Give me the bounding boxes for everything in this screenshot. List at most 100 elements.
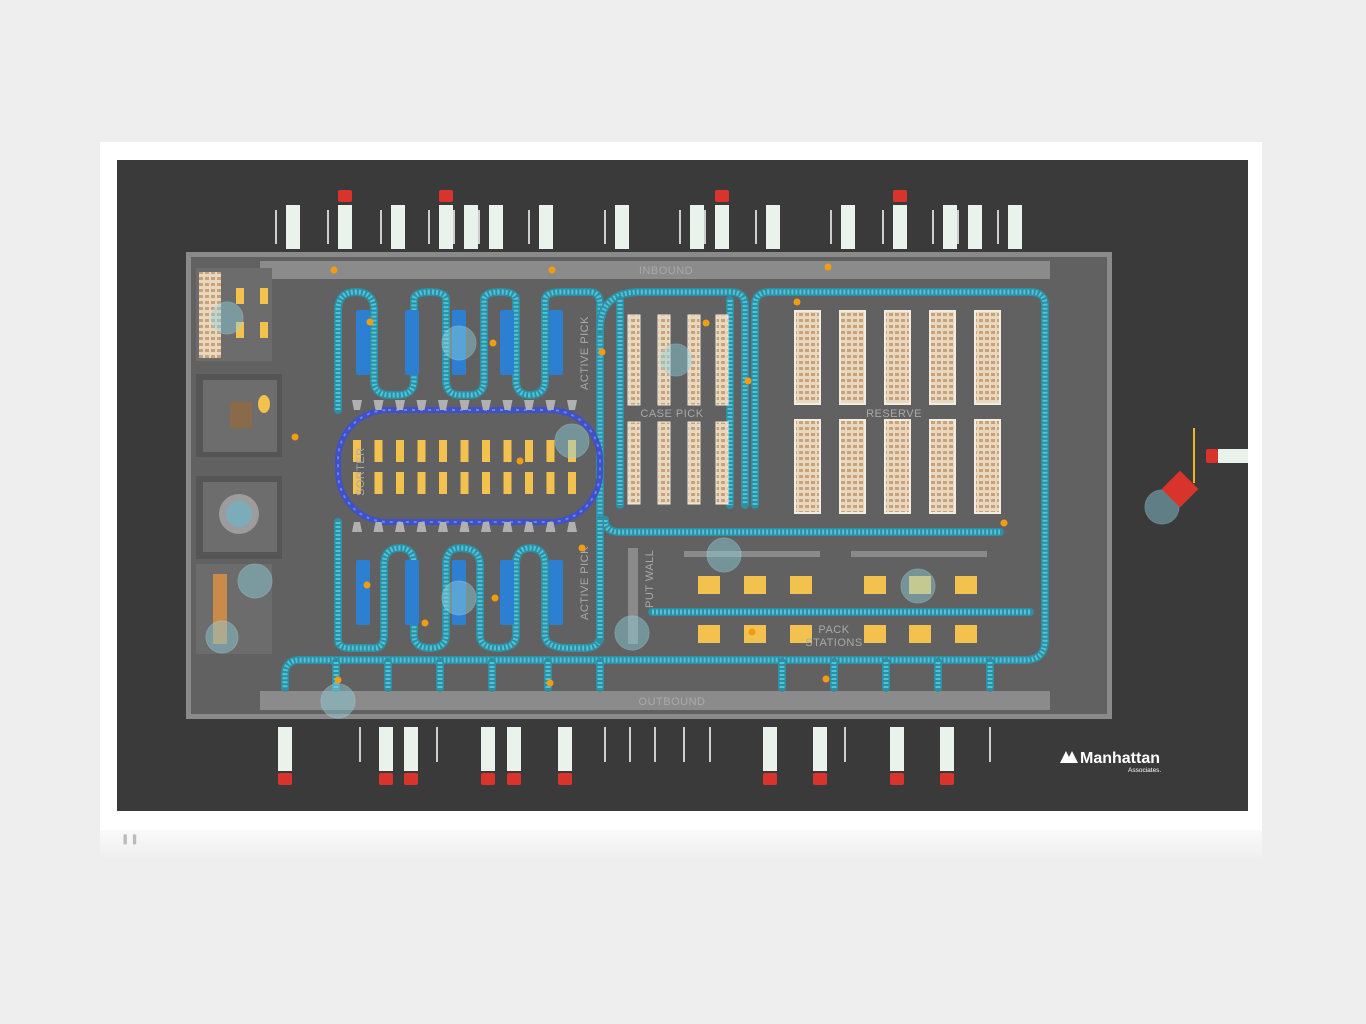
pick-rack (405, 310, 419, 375)
pack-station (909, 625, 931, 643)
case-rack (657, 421, 671, 505)
tote-slot (396, 472, 404, 494)
pick-rack (500, 310, 514, 375)
case-pick-label: CASE PICK (640, 408, 703, 420)
workers (291, 263, 1008, 687)
trailer (507, 727, 521, 771)
tote-slot (417, 472, 426, 494)
sorter-loop (335, 407, 603, 525)
pack-stations (684, 551, 987, 643)
worker-icon (546, 679, 554, 687)
hotspot (320, 683, 356, 719)
manhattan-logo-icon: Manhattan Associates. (1060, 750, 1161, 774)
reserve-rack (884, 310, 911, 405)
tote-slot (374, 472, 383, 494)
logo-sub: Associates. (1128, 767, 1161, 774)
chute (352, 522, 362, 532)
reserve-rack (974, 310, 1001, 405)
tote-slot (482, 440, 490, 462)
tote-slot (439, 440, 447, 462)
pack-station (744, 625, 766, 643)
hotspot (659, 343, 693, 377)
tote-slot (374, 440, 383, 462)
worker-icon (366, 318, 374, 326)
worker-icon (491, 594, 499, 602)
chute (502, 400, 513, 410)
trailer (940, 727, 954, 771)
chute (373, 400, 384, 410)
trailer (391, 205, 405, 249)
chute (524, 400, 534, 410)
worker-icon (824, 263, 832, 271)
reserve-rack (974, 419, 1001, 514)
pack-line-track (851, 551, 987, 557)
chute (416, 400, 427, 410)
tote-slot (546, 440, 555, 462)
reserve-rack (794, 310, 821, 405)
tote-slot (417, 440, 426, 462)
worker-icon (291, 433, 299, 441)
reserve-rack (884, 419, 911, 514)
worker-icon (744, 377, 752, 385)
pack-station (909, 576, 931, 594)
hotspot (554, 423, 590, 459)
trailer (481, 727, 495, 771)
worker-icon (598, 348, 606, 356)
trailer (278, 727, 292, 771)
worker-icon (748, 628, 756, 636)
pack-label-line2: STATIONS (805, 637, 862, 649)
trailer (766, 205, 780, 249)
chute (567, 522, 577, 532)
trailer (338, 205, 352, 249)
frame-shadow (100, 830, 1262, 860)
tote-slot (525, 440, 533, 462)
worker-icon (489, 339, 497, 347)
active-pick-racks (356, 310, 563, 625)
case-rack (687, 421, 701, 505)
worker-icon (1000, 519, 1008, 527)
worker-icon (516, 457, 524, 465)
chute (395, 400, 405, 410)
tote-slot (353, 472, 361, 494)
office-rooms (196, 268, 282, 654)
worker-icon (578, 544, 586, 552)
truck-cab (379, 773, 393, 785)
trailer (715, 205, 729, 249)
pick-rack (405, 560, 419, 625)
worker-icon (548, 266, 556, 274)
pack-label-line1: PACK (818, 624, 849, 636)
pick-rack (356, 560, 370, 625)
inbound-docks (275, 190, 1022, 249)
reserve-racks (794, 310, 1001, 514)
tote-slot (353, 440, 361, 462)
hotspot (210, 301, 244, 335)
active-pick-label-bottom: ACTIVE PICK (579, 546, 591, 620)
worker-icon (822, 675, 830, 683)
chute (352, 400, 362, 410)
hotspot (205, 620, 239, 654)
truck-cab (890, 773, 904, 785)
pack-station (955, 625, 977, 643)
worker-icon (421, 619, 429, 627)
truck-cab (893, 190, 907, 202)
truck-cab (338, 190, 352, 202)
sorter-chutes (352, 400, 577, 532)
yard-marker (1161, 428, 1248, 508)
pack-station (698, 576, 720, 594)
trailer (763, 727, 777, 771)
trailer (379, 727, 393, 771)
conveyor-rollers (335, 289, 603, 520)
pause-icon[interactable]: ❚❚ (121, 834, 140, 845)
conveyor-network (281, 288, 1049, 692)
trailer (968, 205, 982, 249)
pack-station (744, 576, 766, 594)
active-pick-label-top: ACTIVE PICK (579, 316, 591, 390)
hotspot (614, 615, 650, 651)
building-floor (191, 257, 1107, 714)
tote-slot (439, 472, 447, 494)
reserve-label: RESERVE (866, 408, 922, 420)
trailer (1008, 205, 1022, 249)
chute (459, 522, 470, 532)
tote-slot (568, 472, 576, 494)
chute (416, 522, 427, 532)
